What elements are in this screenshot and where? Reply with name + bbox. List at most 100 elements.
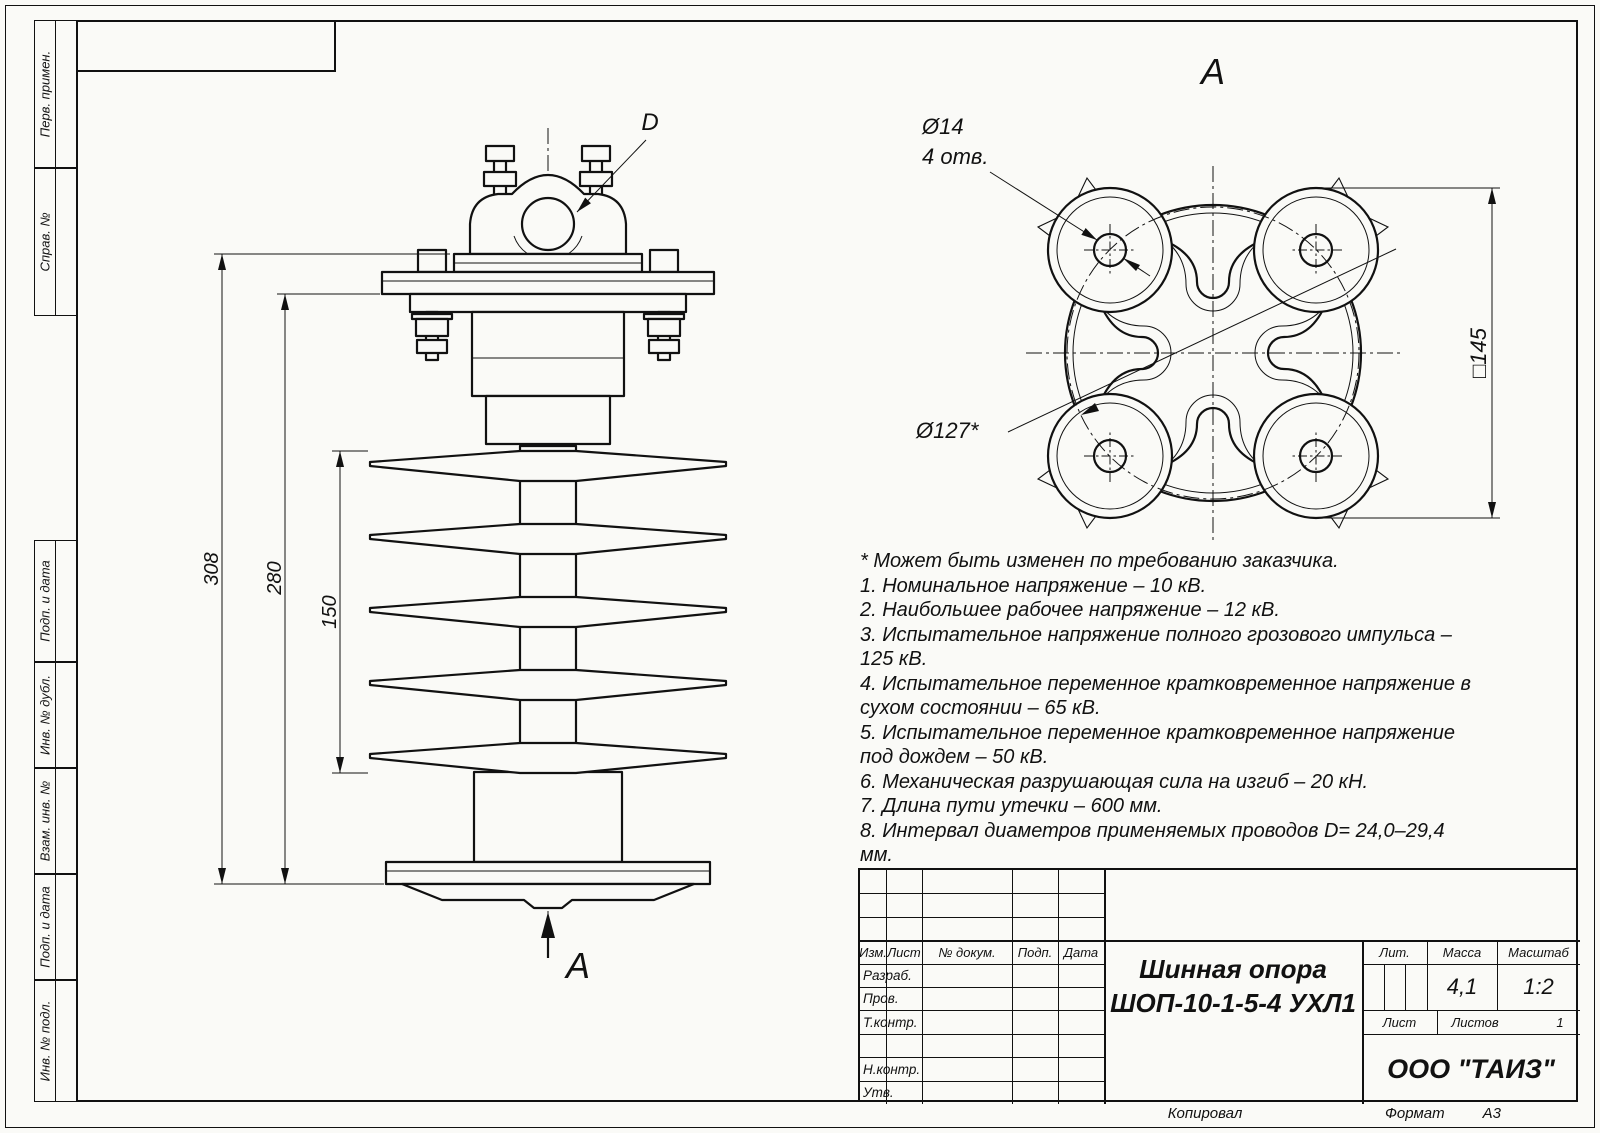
dim-hole-label: Ø14 bbox=[921, 114, 964, 139]
grid-line bbox=[1104, 870, 1106, 1104]
stamp-label-cell: Справ. № bbox=[35, 169, 56, 315]
note-line: 6. Механическая разрушающая сила на изги… bbox=[860, 770, 1369, 793]
stamp-box-vzam-inv: Взам. инв. № bbox=[34, 768, 76, 874]
top-dimensions: Ø14 4 отв. Ø127* □145 bbox=[915, 114, 1500, 519]
stamp-box-podp-data-1: Подп. и дата bbox=[34, 540, 76, 662]
title-block: Изм. Лист № докум. Подп. Дата Разраб. Пр… bbox=[858, 868, 1580, 1104]
top-view: А Ø14 4 отв. bbox=[915, 51, 1500, 540]
stamp-label-cell: Подп. и дата bbox=[35, 541, 56, 661]
stamp-box-inv-dubl: Инв. № дубл. bbox=[34, 662, 76, 768]
grid-line bbox=[860, 964, 1104, 965]
stamp-label-cell: Взам. инв. № bbox=[35, 769, 56, 873]
flange-bolt-head-left bbox=[416, 248, 448, 274]
format-value: А3 bbox=[1482, 1105, 1501, 1122]
bottom-flange bbox=[384, 860, 712, 886]
grid-line bbox=[860, 917, 1104, 918]
format-note: Формат А3 bbox=[1385, 1105, 1501, 1122]
format-label: Формат bbox=[1385, 1105, 1445, 1122]
technical-notes: * Может быть изменен по требованию заказ… bbox=[860, 549, 1480, 868]
grid-line bbox=[1497, 940, 1498, 1010]
dim-280-label: 280 bbox=[264, 561, 286, 595]
grid-line bbox=[860, 1034, 1104, 1035]
stamp-label-cell: Подп. и дата bbox=[35, 875, 56, 979]
cap-sub-flange bbox=[408, 292, 688, 314]
dim-hole-count-label: 4 отв. bbox=[922, 144, 989, 169]
grid-line bbox=[860, 1057, 1104, 1058]
dim-square-label: □145 bbox=[1466, 327, 1491, 378]
company-name: ООО "ТАИЗ" bbox=[1387, 1053, 1555, 1084]
sheets-value: 1 bbox=[1556, 1014, 1564, 1030]
bottom-flange-base bbox=[400, 882, 696, 910]
flange-bolt-head-right bbox=[648, 248, 680, 274]
sheets-label: Листов bbox=[1451, 1014, 1499, 1030]
flange-bolts bbox=[410, 310, 686, 362]
note-line: 7. Длина пути утечки – 600 мм. bbox=[860, 795, 1163, 817]
scale-value: 1:2 bbox=[1523, 974, 1554, 999]
grid-line bbox=[1362, 1010, 1580, 1011]
mass-value: 4,1 bbox=[1446, 974, 1478, 999]
stamp-label-cell: Инв. № подл. bbox=[35, 981, 56, 1101]
note-line: 4. Испытательное переменное кратковремен… bbox=[860, 672, 1471, 720]
grid-line bbox=[860, 940, 1580, 942]
conductor-circle bbox=[520, 196, 576, 252]
clamp-d-label: D bbox=[641, 109, 658, 136]
drawing-frame bbox=[76, 20, 1578, 1102]
section-a-label: А bbox=[564, 945, 590, 986]
grid-line bbox=[1427, 940, 1428, 1010]
grid-line bbox=[1362, 940, 1364, 1104]
grid-line bbox=[860, 1081, 1104, 1082]
col-header-list: Лист bbox=[887, 944, 921, 960]
dim-308-label: 308 bbox=[201, 552, 223, 585]
view-a-label: А bbox=[1199, 51, 1225, 92]
grid-line bbox=[860, 1010, 1104, 1011]
col-header-data: Дата bbox=[1063, 944, 1099, 960]
doc-title-line2: ШОП-10-1-5-4 УХЛ1 bbox=[1110, 988, 1356, 1018]
grid-line bbox=[1362, 964, 1580, 965]
note-line: 3. Испытательное напряжение полного гроз… bbox=[860, 623, 1452, 671]
cap-flange bbox=[380, 270, 716, 296]
cap-body-step bbox=[484, 394, 612, 446]
doc-title-line1: Шинная опора bbox=[1139, 954, 1327, 984]
mass-label: Масса bbox=[1442, 944, 1482, 960]
note-line: 8. Интервал диаметров применяемых провод… bbox=[860, 819, 1445, 867]
grid-line bbox=[1437, 1010, 1438, 1034]
insulator-sheds bbox=[368, 449, 728, 775]
row-razrab: Разраб. bbox=[863, 968, 912, 983]
row-tkontr: Т.контр. bbox=[863, 1014, 918, 1030]
row-nkontr: Н.контр. bbox=[863, 1061, 921, 1077]
stamp-label-cell: Перв. примен. bbox=[35, 21, 56, 167]
grid-line bbox=[1384, 964, 1385, 1010]
note-line: 2. Наибольшее рабочее напряжение – 12 кВ… bbox=[860, 599, 1280, 621]
grid-line bbox=[860, 987, 1104, 988]
scale-label: Масштаб bbox=[1508, 944, 1569, 960]
stamp-box-inv-podl: Инв. № подл. bbox=[34, 980, 76, 1102]
note-line: 5. Испытательное переменное кратковремен… bbox=[860, 721, 1455, 769]
sheet-outer-border bbox=[5, 5, 1595, 1128]
row-utv: Утв. bbox=[863, 1085, 894, 1100]
stamp-box-perv-primen: Перв. примен. bbox=[34, 20, 76, 168]
front-dimensions: 308 280 150 D bbox=[201, 109, 659, 885]
col-header-doc: № докум. bbox=[938, 944, 996, 960]
grid-line bbox=[860, 893, 1104, 894]
dim-150-label: 150 bbox=[319, 595, 341, 628]
cap-body bbox=[470, 310, 626, 398]
col-header-podp: Подп. bbox=[1017, 944, 1053, 960]
sheet-label: Лист bbox=[1382, 1014, 1417, 1030]
stamp-label-cell: Инв. № дубл. bbox=[35, 663, 56, 767]
note-line: * Может быть изменен по требованию заказ… bbox=[860, 550, 1339, 572]
clamp-bolts bbox=[482, 144, 614, 198]
front-view: 308 280 150 D А bbox=[201, 109, 728, 986]
bottom-body bbox=[472, 770, 624, 864]
row-prov: Пров. bbox=[863, 991, 899, 1006]
note-line: 1. Номинальное напряжение – 10 кВ. bbox=[860, 574, 1207, 597]
lit-label: Лит. bbox=[1379, 944, 1410, 960]
grid-line bbox=[1405, 964, 1406, 1010]
stamp-box-sprav-n: Справ. № bbox=[34, 168, 76, 316]
dim-bolt-circle-label: Ø127* bbox=[915, 418, 980, 443]
copied-label: Копировал bbox=[1167, 1105, 1243, 1122]
stamp-box-podp-data-2: Подп. и дата bbox=[34, 874, 76, 980]
designation-box bbox=[78, 22, 336, 72]
section-view-arrow: А bbox=[541, 912, 590, 986]
